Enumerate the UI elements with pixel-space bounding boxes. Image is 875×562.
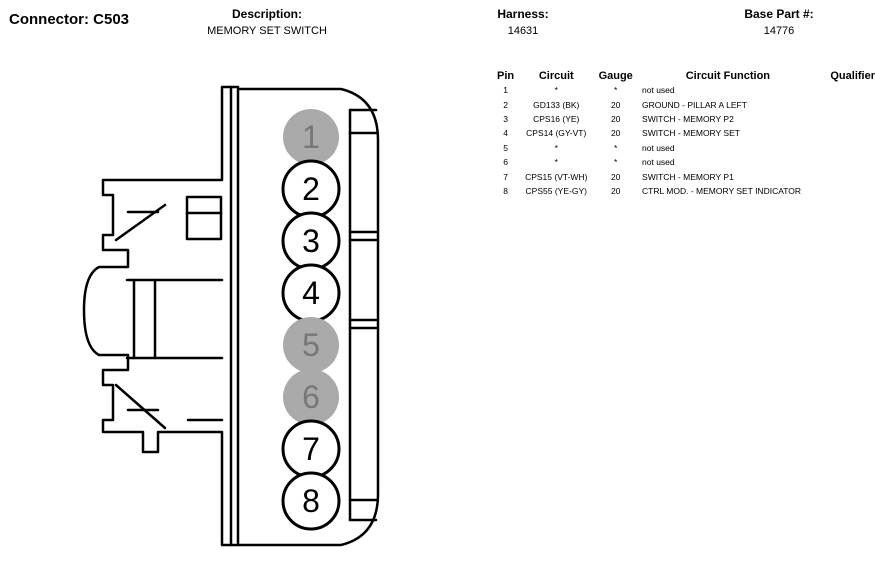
gauge-cell: 20 bbox=[610, 99, 621, 110]
pin-number-label: 5 bbox=[302, 327, 320, 363]
table-row: 1 * * not used bbox=[494, 83, 875, 97]
gauge-cell: 20 bbox=[610, 185, 621, 196]
table-row: 4 CPS14 (GY-VT) 20 SWITCH - MEMORY SET bbox=[494, 126, 875, 140]
circuit-cell: * bbox=[554, 85, 558, 96]
circuit-cell: * bbox=[554, 157, 558, 168]
pin-group: 1 2 3 4 5 6 7 8 bbox=[281, 109, 341, 531]
circuit-cell: CPS15 (VT-WH) bbox=[525, 171, 588, 182]
function-cell: SWITCH - MEMORY SET bbox=[642, 128, 740, 139]
pin-table: Pin Circuit Gauge Circuit Function Quali… bbox=[494, 68, 875, 198]
description-label: Description: bbox=[231, 7, 302, 21]
pin-cell: 3 bbox=[503, 113, 508, 124]
circuit-cell: GD133 (BK) bbox=[533, 99, 580, 110]
function-cell: not used bbox=[642, 142, 675, 153]
pin-cell: 5 bbox=[503, 142, 508, 153]
connector-title: Connector: C503 bbox=[9, 11, 130, 28]
table-row: 8 CPS55 (YE-GY) 20 CTRL MOD. - MEMORY SE… bbox=[494, 184, 875, 198]
pin-cell: 2 bbox=[503, 99, 508, 110]
pin-cell: 8 bbox=[503, 185, 508, 196]
pin-table-header: Pin Circuit Gauge Circuit Function Quali… bbox=[494, 68, 875, 83]
gauge-cell: 20 bbox=[610, 113, 621, 124]
pin-number-label: 2 bbox=[302, 171, 320, 207]
function-cell: SWITCH - MEMORY P2 bbox=[642, 113, 734, 124]
pin-number-label: 1 bbox=[302, 119, 320, 155]
function-cell: SWITCH - MEMORY P1 bbox=[642, 171, 734, 182]
gauge-cell: * bbox=[614, 142, 618, 153]
pin-cell: 4 bbox=[503, 128, 508, 139]
gauge-cell: 20 bbox=[610, 171, 621, 182]
function-cell: CTRL MOD. - MEMORY SET INDICATOR bbox=[642, 185, 802, 196]
gauge-cell: * bbox=[614, 85, 618, 96]
circuit-cell: CPS55 (YE-GY) bbox=[525, 185, 587, 196]
function-cell: GROUND - PILLAR A LEFT bbox=[642, 99, 747, 110]
qualifier-cell bbox=[814, 155, 875, 169]
qualifier-column-header: Qualifier bbox=[830, 69, 875, 82]
connector-housing-outline bbox=[82, 85, 240, 547]
circuit-column-header: Circuit bbox=[538, 69, 574, 82]
pin-cell: 7 bbox=[503, 171, 508, 182]
qualifier-cell bbox=[814, 112, 875, 126]
pin-cell: 6 bbox=[503, 157, 508, 168]
gauge-cell: * bbox=[614, 157, 618, 168]
qualifier-cell bbox=[814, 126, 875, 140]
pin-cavity-1 bbox=[283, 109, 339, 165]
pin-cavity-8 bbox=[281, 471, 341, 531]
qualifier-cell bbox=[814, 169, 875, 183]
table-row: 6 * * not used bbox=[494, 155, 875, 169]
pin-number-label: 8 bbox=[302, 483, 320, 519]
pin-number-label: 4 bbox=[302, 275, 320, 311]
harness-value: 14631 bbox=[507, 25, 539, 37]
pin-cavity-6 bbox=[283, 369, 339, 425]
connector-diagram: 1 2 3 4 5 6 7 8 bbox=[82, 85, 380, 547]
base-part-value: 14776 bbox=[763, 25, 795, 37]
qualifier-cell bbox=[814, 83, 875, 97]
pin-number-label: 6 bbox=[302, 379, 320, 415]
pin-column-header: Pin bbox=[497, 69, 515, 82]
description-value: MEMORY SET SWITCH bbox=[207, 25, 327, 37]
table-row: 7 CPS15 (VT-WH) 20 SWITCH - MEMORY P1 bbox=[494, 169, 875, 183]
harness-label: Harness: bbox=[497, 7, 549, 21]
gauge-cell: 20 bbox=[610, 128, 621, 139]
table-row: 3 CPS16 (YE) 20 SWITCH - MEMORY P2 bbox=[494, 112, 875, 126]
pin-cavity-5 bbox=[283, 317, 339, 373]
pin-cell: 1 bbox=[503, 85, 508, 96]
gauge-column-header: Gauge bbox=[598, 69, 633, 82]
pin-number-label: 7 bbox=[302, 431, 320, 467]
base-part-label: Base Part #: bbox=[744, 7, 814, 21]
qualifier-cell bbox=[814, 184, 875, 198]
connector-body bbox=[229, 85, 380, 547]
pin-number-label: 3 bbox=[302, 223, 320, 259]
table-row: 5 * * not used bbox=[494, 141, 875, 155]
circuit-cell: CPS16 (YE) bbox=[533, 113, 580, 124]
qualifier-cell bbox=[814, 97, 875, 111]
qualifier-cell bbox=[814, 141, 875, 155]
table-row: 2 GD133 (BK) 20 GROUND - PILLAR A LEFT bbox=[494, 97, 875, 111]
circuit-cell: * bbox=[554, 142, 558, 153]
function-cell: not used bbox=[642, 85, 675, 96]
circuit-cell: CPS14 (GY-VT) bbox=[526, 128, 587, 139]
function-column-header: Circuit Function bbox=[685, 69, 771, 82]
function-cell: not used bbox=[642, 157, 675, 168]
